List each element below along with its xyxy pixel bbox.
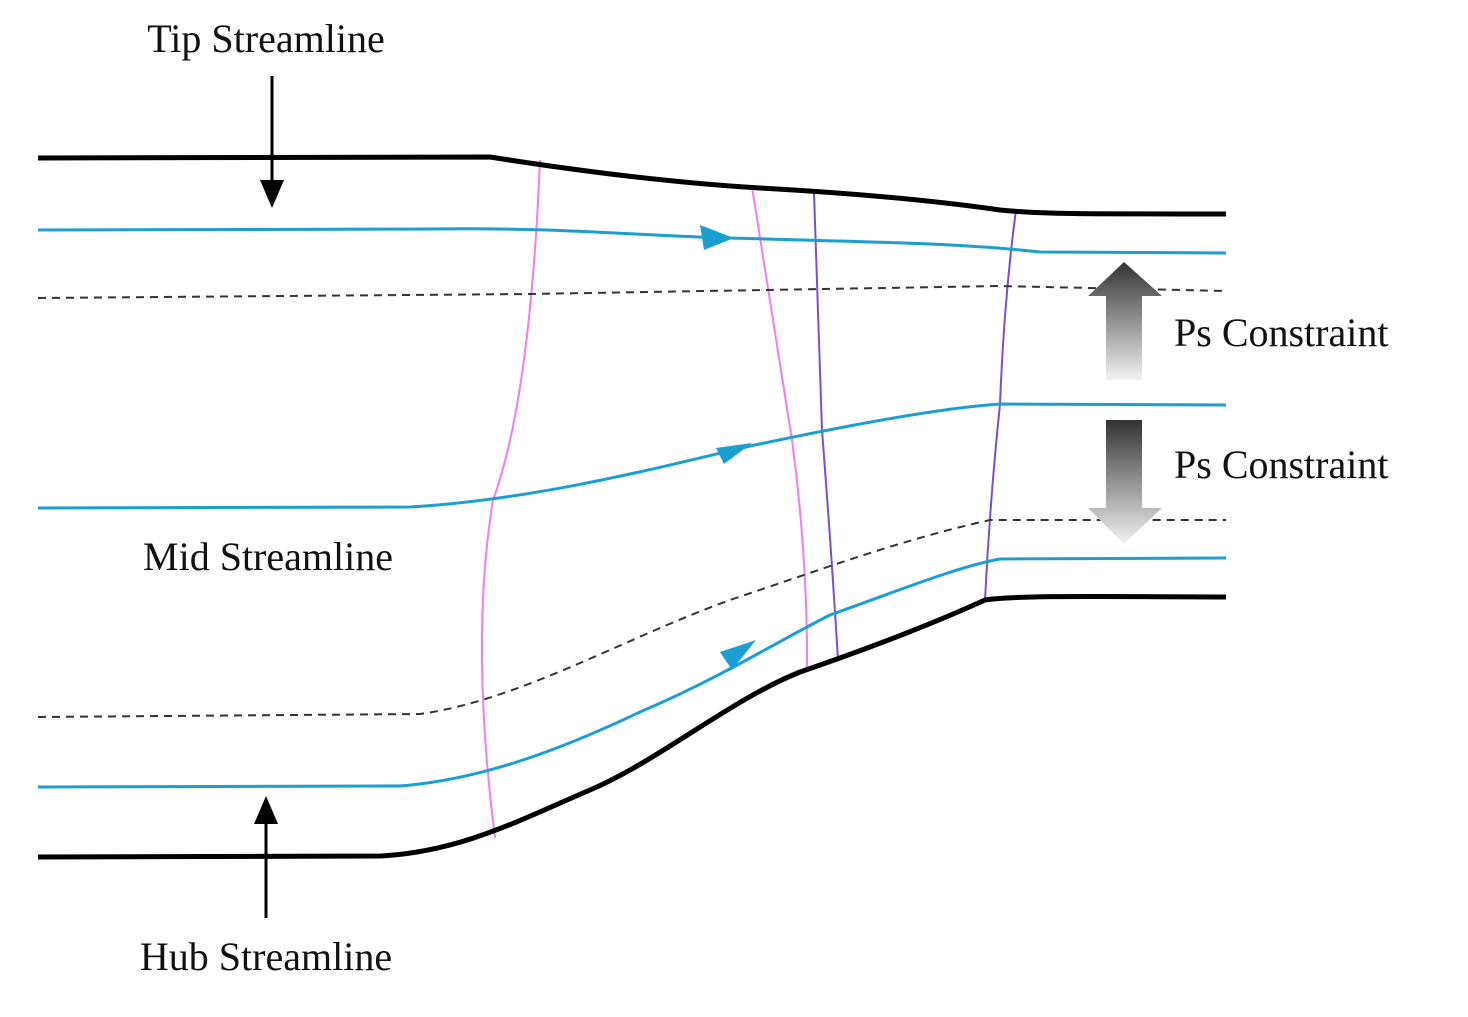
hub-pointer-arrowhead bbox=[254, 796, 278, 824]
streamline-upper bbox=[37, 227, 1227, 255]
flow-arrowhead-mid bbox=[716, 443, 752, 464]
ps-constraint-label-upper: Ps Constraint bbox=[1174, 310, 1388, 355]
streamline-lower bbox=[37, 556, 1227, 789]
ps-constraint-down-arrow bbox=[1088, 420, 1162, 544]
ps-constraint-label-lower: Ps Constraint bbox=[1174, 442, 1388, 487]
hub-streamline-label: Hub Streamline bbox=[140, 934, 392, 979]
flow-arrowhead-upper bbox=[700, 225, 734, 250]
station-line-3 bbox=[813, 192, 839, 661]
ps-constraint-up-arrow bbox=[1088, 262, 1162, 380]
tip-pointer-arrowhead bbox=[260, 180, 284, 208]
hub-wall bbox=[37, 593, 1227, 860]
mid-streamline-label: Mid Streamline bbox=[143, 534, 393, 579]
station-line-2 bbox=[751, 186, 809, 673]
dashed-line-lower bbox=[37, 519, 1226, 718]
dashed-line-upper bbox=[37, 284, 1227, 299]
flow-arrowhead-lower bbox=[720, 640, 756, 670]
tip-streamline-label: Tip Streamline bbox=[147, 16, 384, 61]
streamline-mid bbox=[37, 402, 1227, 510]
tip-wall bbox=[37, 154, 1227, 217]
